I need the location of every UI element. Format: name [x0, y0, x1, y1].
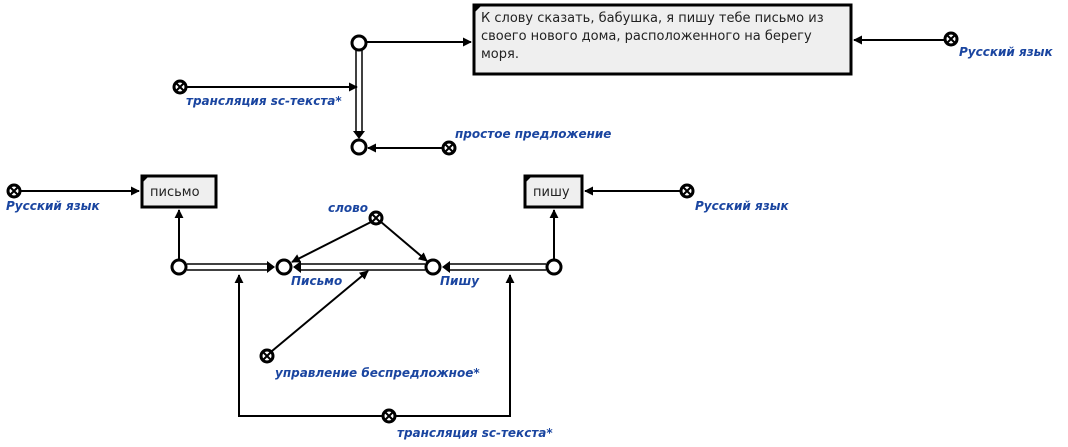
- russian-language-node-right[interactable]: [679, 183, 695, 199]
- pismo-box[interactable]: [140, 174, 218, 209]
- dependency-arc-pishu-pismo: [293, 261, 425, 273]
- word-to-pismo-arc: [291, 221, 372, 263]
- word-label: слово: [328, 201, 368, 215]
- government-relation-node[interactable]: [259, 348, 275, 364]
- simple-sentence-class-node[interactable]: [441, 140, 457, 156]
- russian-language-node-top[interactable]: [943, 31, 959, 47]
- pismo-sign-node[interactable]: [170, 258, 188, 276]
- pishu-box[interactable]: [523, 174, 584, 209]
- translation-arc-pishu: [442, 261, 546, 273]
- translation-arc-pismo: [187, 261, 275, 273]
- paragraph-box[interactable]: [472, 3, 853, 76]
- pishu-box-corner: [525, 176, 532, 183]
- russian-language-label-left: Русский язык: [6, 199, 101, 213]
- translation-relation-node-bottom[interactable]: [381, 408, 397, 424]
- russian-language-label-right: Русский язык: [695, 199, 790, 213]
- word-to-pishu-arc: [380, 221, 428, 262]
- word-class-node[interactable]: [368, 210, 384, 226]
- simple-sentence-label: простое предложение: [455, 127, 611, 141]
- translation-bottom-arc-right: [395, 274, 515, 417]
- pishu-sign-node[interactable]: [545, 258, 563, 276]
- translation-arc-vertical: [353, 50, 365, 139]
- pismo-concept-node[interactable]: [275, 258, 293, 276]
- translation-label-bottom: трансляция sc-текста*: [397, 426, 553, 440]
- sentence-node[interactable]: [350, 34, 368, 52]
- paragraph-box-corner: [474, 5, 482, 13]
- pishu-box-text: пишу: [533, 185, 570, 200]
- russian-language-label-top: Русский язык: [959, 45, 1054, 59]
- translation-relation-node-top[interactable]: [172, 79, 188, 95]
- pismo-box-text: письмо: [150, 185, 200, 200]
- pismo-node-label: Письмо: [291, 274, 342, 288]
- government-arc: [271, 270, 369, 352]
- pishu-concept-node[interactable]: [424, 258, 442, 276]
- translation-bottom-arc-left: [234, 274, 383, 417]
- sentence-class-node[interactable]: [350, 138, 368, 156]
- paragraph-text: К слову сказать, бабушка, я пишу тебе пи…: [481, 11, 824, 62]
- pishu-node-label: Пишу: [440, 274, 480, 288]
- government-label: управление беспредложное*: [275, 366, 480, 380]
- translation-label-top: трансляция sc-текста*: [186, 94, 342, 108]
- russian-language-node-left[interactable]: [6, 183, 22, 199]
- pismo-box-corner: [142, 176, 149, 183]
